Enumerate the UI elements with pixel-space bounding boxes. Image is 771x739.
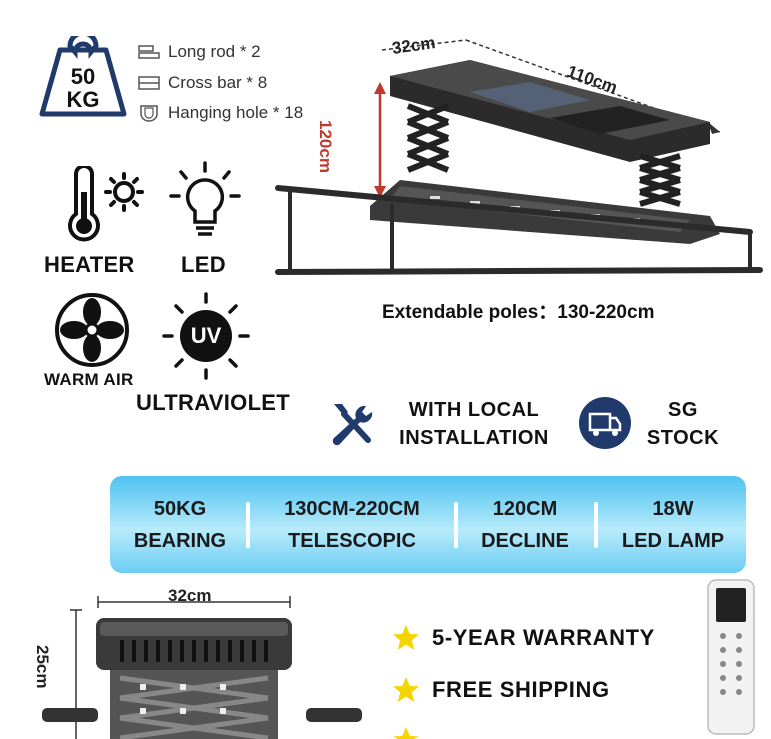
delivery-truck-icon [579, 397, 631, 449]
weight-icon [39, 30, 127, 117]
weight-unit: KG [66, 87, 100, 112]
spec-separator [246, 502, 250, 548]
spec-hanging-hole: Hanging hole * 18 [138, 102, 303, 124]
spec-separator [454, 502, 458, 548]
star-icon [393, 625, 419, 650]
spec-separator [594, 502, 598, 548]
spec-long-rod: Long rod * 2 [138, 41, 261, 63]
front-width-dimension: 32cm [168, 586, 212, 605]
ultraviolet-label: ULTRAVIOLET [136, 390, 291, 415]
long-rod-icon [138, 45, 160, 59]
light-bulb-icon [169, 161, 241, 236]
weight-number: 50 [70, 64, 96, 89]
uv-badge-text: UV [190, 323, 222, 348]
spec-telescopic: 130CM-220CM TELESCOPIC [284, 497, 420, 552]
remote-control-icon [707, 579, 755, 735]
uv-icon [162, 292, 250, 380]
perk-warranty: 5-YEAR WARRANTY [392, 624, 655, 652]
extendable-poles-label: Extendable poles：130-220cm [382, 302, 655, 323]
warm-air-label: WARM AIR [44, 370, 134, 389]
spec-cross-bar: Cross bar * 8 [138, 72, 267, 94]
spec-decline: 120CM DECLINE [481, 497, 569, 552]
stock-text: SG STOCK [646, 399, 720, 449]
perk-shipping: FREE SHIPPING [392, 676, 610, 704]
spec-led-lamp: 18W LED LAMP [621, 497, 725, 552]
cross-bar-icon [138, 76, 160, 90]
installation-text: WITH LOCAL INSTALLATION [399, 399, 549, 449]
led-label: LED [181, 252, 226, 277]
thermometer-sun-icon [68, 166, 144, 242]
front-height-dimension: 25cm [33, 645, 52, 689]
tools-icon [332, 404, 373, 446]
front-view-illustration [42, 596, 362, 739]
hanging-hole-icon [140, 105, 158, 122]
spec-bearing: 50KG BEARING [133, 497, 227, 552]
fan-icon [55, 293, 129, 367]
depth-dim-line [381, 39, 467, 51]
star-icon [393, 677, 419, 702]
star-icon-partial [393, 727, 419, 739]
weight-badge: 50 KG [38, 30, 128, 118]
height-dimension: 120cm [316, 120, 335, 173]
spec-bar: 50KG BEARING 130CM-220CM TELESCOPIC 120C… [110, 476, 746, 573]
heater-label: HEATER [44, 252, 135, 277]
drying-rack-illustration [275, 39, 763, 275]
